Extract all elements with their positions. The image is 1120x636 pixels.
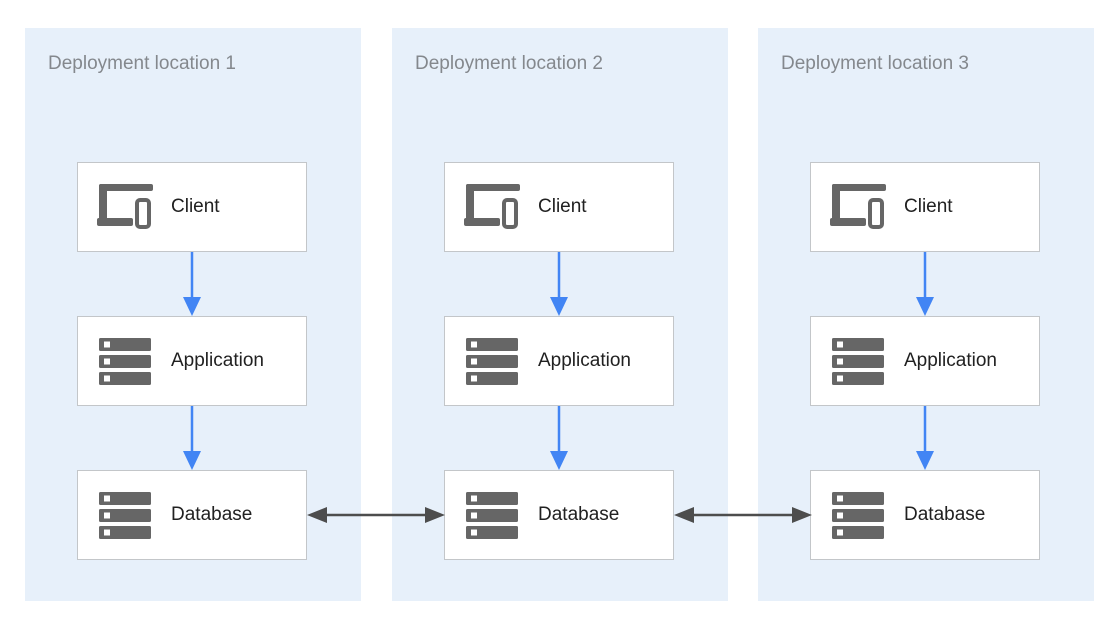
node-label: Database <box>171 504 253 525</box>
node-label: Application <box>171 350 264 371</box>
node-label: Client <box>538 196 587 217</box>
panel-deployment-location-2: Deployment location 2 Client <box>392 28 728 601</box>
flow-arrow-application-to-database <box>913 406 937 470</box>
server-icon <box>97 491 153 539</box>
node-client: Client <box>810 162 1040 252</box>
server-icon <box>830 337 886 385</box>
devices-icon <box>97 184 153 230</box>
server-icon <box>830 491 886 539</box>
flow-arrow-application-to-database <box>547 406 571 470</box>
flow-arrow-application-to-database <box>180 406 204 470</box>
flow-arrow-client-to-application <box>180 252 204 316</box>
node-label: Application <box>904 350 997 371</box>
node-application: Application <box>77 316 307 406</box>
devices-icon <box>464 184 520 230</box>
panel-title: Deployment location 2 <box>415 53 603 74</box>
node-label: Application <box>538 350 631 371</box>
panel-deployment-location-1: Deployment location 1 Client <box>25 28 361 601</box>
flow-arrow-client-to-application <box>547 252 571 316</box>
panel-title: Deployment location 1 <box>48 53 236 74</box>
node-label: Database <box>538 504 620 525</box>
devices-icon <box>830 184 886 230</box>
node-client: Client <box>77 162 307 252</box>
node-label: Client <box>904 196 953 217</box>
flow-arrow-client-to-application <box>913 252 937 316</box>
panel-deployment-location-3: Deployment location 3 Client <box>758 28 1094 601</box>
server-icon <box>97 337 153 385</box>
replication-arrow-database1-database2 <box>307 505 445 525</box>
replication-arrow-database2-database3 <box>674 505 812 525</box>
panel-title: Deployment location 3 <box>781 53 969 74</box>
node-label: Client <box>171 196 220 217</box>
node-client: Client <box>444 162 674 252</box>
node-database: Database <box>810 470 1040 560</box>
server-icon <box>464 491 520 539</box>
node-database: Database <box>77 470 307 560</box>
server-icon <box>464 337 520 385</box>
node-application: Application <box>444 316 674 406</box>
node-label: Database <box>904 504 986 525</box>
node-application: Application <box>810 316 1040 406</box>
node-database: Database <box>444 470 674 560</box>
